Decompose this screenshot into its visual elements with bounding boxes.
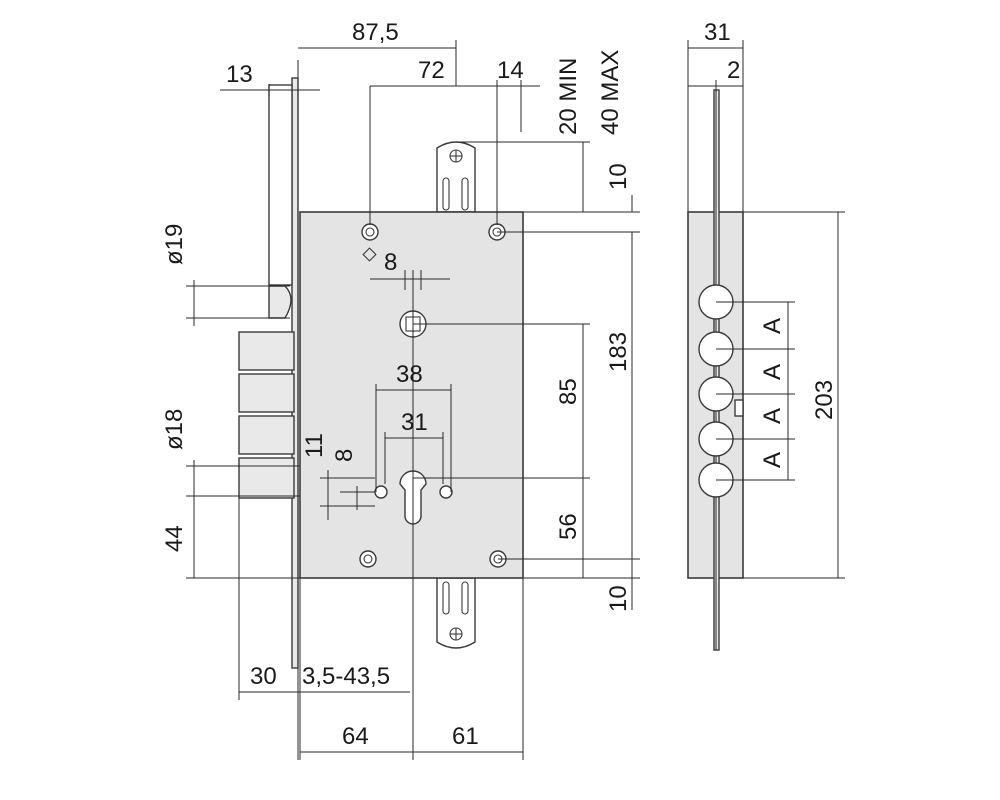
- dim-8-small: 8: [331, 449, 358, 462]
- dim-side-31: 31: [704, 19, 731, 46]
- dim-31-inner: 31: [401, 409, 428, 436]
- dim-side-2: 2: [727, 57, 740, 84]
- dim-square-8: 8: [384, 249, 397, 276]
- side-notch: [734, 399, 744, 417]
- dim-phi18: ø18: [161, 409, 188, 450]
- bottom-rod-connector: [436, 577, 476, 649]
- cylinder-screw-right: [439, 485, 453, 499]
- top-rod-slot-1: [442, 177, 450, 211]
- dim-56: 56: [555, 513, 582, 540]
- dim-phi19: ø19: [161, 224, 188, 265]
- dim-side-a-2: A: [759, 364, 786, 380]
- top-rod-slot-2: [461, 177, 469, 211]
- dim-44: 44: [161, 525, 188, 552]
- dim-side-203: 203: [811, 380, 838, 420]
- fixing-hole-top-left: [361, 223, 379, 241]
- dim-40-max: 40 MAX: [597, 50, 624, 135]
- side-view: 31 2 203 A A A A: [687, 19, 845, 651]
- bottom-rod-slot-2: [461, 581, 469, 615]
- dim-side-a-3: A: [759, 408, 786, 424]
- dim-11: 11: [301, 433, 328, 458]
- dim-3-5-43-5: 3,5-43,5: [302, 663, 390, 690]
- cylinder-screw-left: [374, 485, 388, 499]
- front-view: 87,5 72 14 13 20 MIN 40 MAX 10 ø19 8 183…: [161, 19, 640, 760]
- dim-30: 30: [250, 663, 277, 690]
- dim-85: 85: [555, 378, 582, 405]
- dim-20-min: 20 MIN: [555, 58, 582, 135]
- dim-38: 38: [396, 361, 423, 388]
- deadbolt-2: [238, 373, 295, 413]
- dim-13: 13: [226, 61, 253, 88]
- dim-61: 61: [452, 723, 479, 750]
- dim-10-top: 10: [605, 163, 632, 190]
- dim-87-5: 87,5: [352, 19, 399, 46]
- bottom-rod-slot-1: [442, 581, 450, 615]
- latch-bolt: [268, 285, 292, 319]
- deadbolt-4: [238, 457, 295, 499]
- dim-72: 72: [418, 57, 445, 84]
- forend-outer: [291, 77, 299, 669]
- dim-14: 14: [497, 57, 524, 84]
- dim-10-bottom: 10: [605, 585, 632, 612]
- dim-side-a-4: A: [759, 452, 786, 468]
- dim-64: 64: [342, 723, 369, 750]
- deadbolt-1: [238, 331, 295, 371]
- fixing-hole-bottom-left: [359, 550, 377, 568]
- dim-side-a-1: A: [759, 318, 786, 334]
- forend-inner: [268, 84, 293, 286]
- deadbolt-3: [238, 415, 295, 455]
- dim-183: 183: [605, 332, 632, 372]
